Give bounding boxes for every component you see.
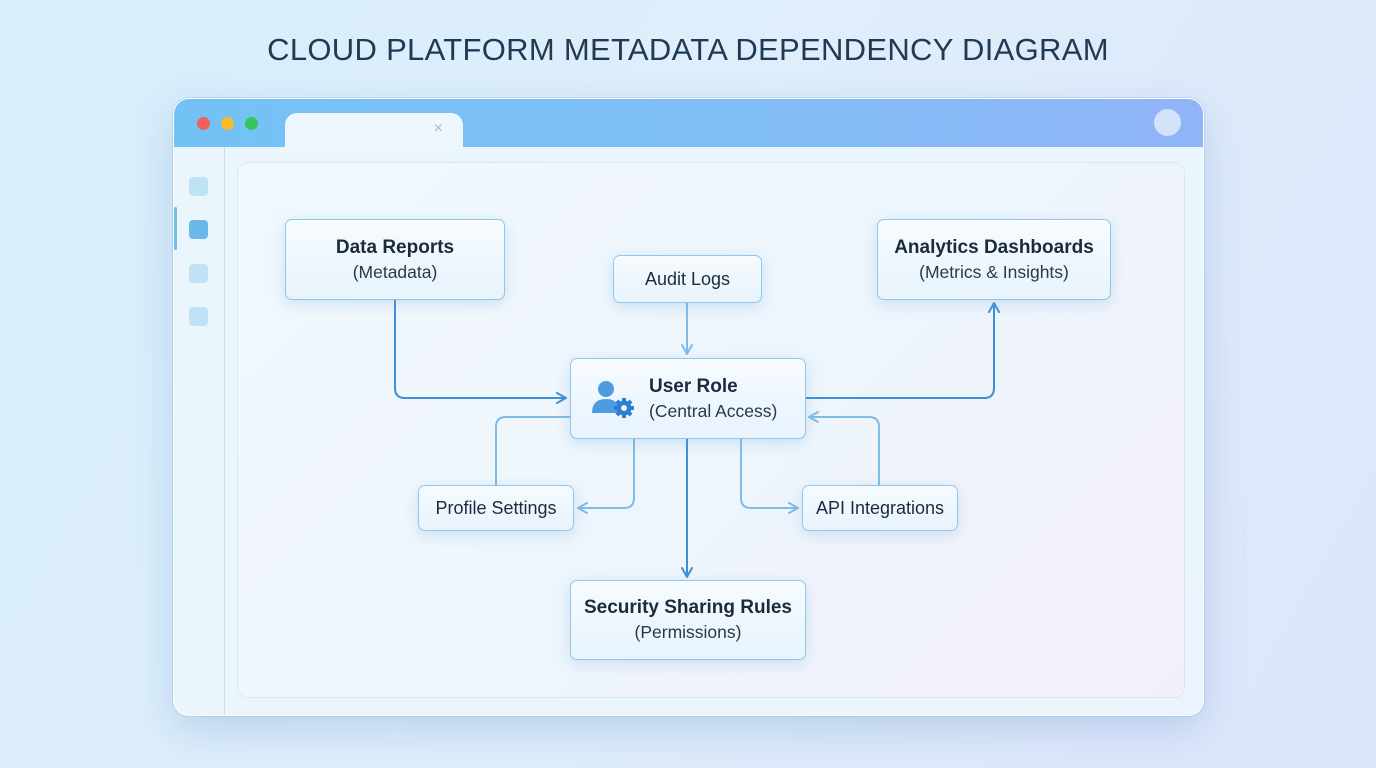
maximize-window-button[interactable] <box>245 117 258 130</box>
node-profile-settings[interactable]: Profile Settings <box>418 485 574 531</box>
edge-user-role-to-profile-settings <box>577 439 635 514</box>
browser-tab[interactable]: × <box>285 113 463 149</box>
node-title: Analytics Dashboards <box>894 236 1094 258</box>
node-title: Data Reports <box>335 236 455 258</box>
node-title: User Role <box>649 375 738 397</box>
sidebar-item-1[interactable] <box>189 177 208 196</box>
node-data-reports[interactable]: Data Reports (Metadata) <box>285 219 505 300</box>
node-subtitle: (Central Access) <box>649 400 778 421</box>
edge-user-role-to-api-integrations <box>740 439 799 514</box>
node-audit-logs[interactable]: Audit Logs <box>613 255 762 303</box>
sidebar-active-indicator <box>174 207 177 250</box>
edge-profile-settings-to-user-role <box>495 416 571 485</box>
sidebar <box>174 147 225 715</box>
sidebar-item-4[interactable] <box>189 307 208 326</box>
edge-api-integrations-to-user-role <box>808 411 880 485</box>
node-api-integrations[interactable]: API Integrations <box>802 485 958 531</box>
close-icon[interactable]: × <box>433 120 443 137</box>
node-security-sharing-rules[interactable]: Security Sharing Rules (Permissions) <box>570 580 806 660</box>
close-window-button[interactable] <box>197 117 210 130</box>
node-title: Security Sharing Rules <box>583 597 792 618</box>
title-bar: × <box>174 99 1203 149</box>
minimize-window-button[interactable] <box>221 117 234 130</box>
node-title: Audit Logs <box>644 268 731 289</box>
sidebar-item-3[interactable] <box>189 264 208 283</box>
edge-user-role-to-analytics <box>806 302 1000 399</box>
edge-data-reports-to-user-role <box>394 300 567 404</box>
node-user-role[interactable]: User Role (Central Access) <box>570 358 806 439</box>
node-subtitle: (Metadata) <box>352 261 438 282</box>
sidebar-item-2[interactable] <box>189 220 208 239</box>
node-title: API Integrations <box>815 497 945 518</box>
user-gear-icon <box>592 380 634 418</box>
node-analytics-dashboards[interactable]: Analytics Dashboards (Metrics & Insights… <box>877 219 1111 300</box>
node-subtitle: (Metrics & Insights) <box>919 261 1069 282</box>
page-title: CLOUD PLATFORM METADATA DEPENDENCY DIAGR… <box>267 32 1109 67</box>
node-title: Profile Settings <box>435 497 557 518</box>
avatar[interactable] <box>1154 109 1181 136</box>
node-subtitle: (Permissions) <box>634 622 742 642</box>
